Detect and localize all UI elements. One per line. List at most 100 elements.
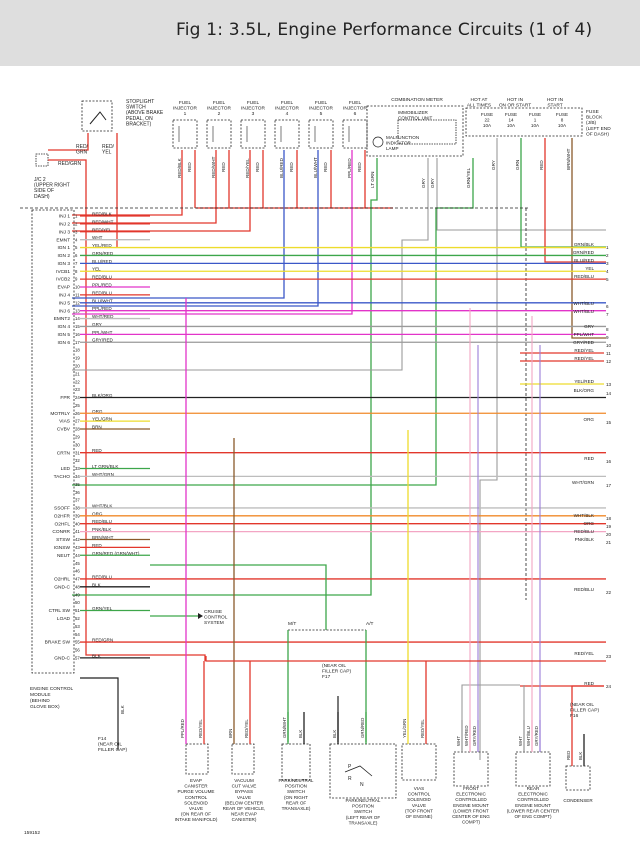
ecm-wire-label: BLU/WHT [92,298,113,303]
component-4-label-line: POSITION [352,804,374,809]
ecm-pin-number: 52 [75,616,80,621]
component-6 [453,751,489,787]
right-wire-label: RED [584,681,594,686]
component-7 [515,751,551,787]
injector-wire-label: RED/WHT [211,156,216,178]
ecm-wire-label: YEL/GRN [92,417,112,422]
ecm-wire-label: RED/BLU [92,519,112,524]
ecm-pin-label: NEUT [57,553,70,559]
ecm-pin-label: INJ 4 [59,293,71,299]
meter-immobilizer-label-line: IMMOBILIZER [398,110,429,115]
ecm-pin-number: 50 [75,600,80,605]
meter-wire-label: GRY [430,178,435,188]
ecm-pin-label: O2HFL [55,521,71,527]
f14-ground-label-line: FILLER CAP) [98,747,127,753]
right-wire-number: 20 [606,532,612,537]
component-5-label-line: (TOP FRONT [405,808,433,813]
ecm-pin-number: 38 [75,506,80,511]
fuse-wire-label: BRN/WHT [566,148,571,170]
ecm-pin-label: INJ 2 [59,221,71,227]
injector-signal-wire [72,150,217,224]
fuse-block-label-line: FUSE [586,109,599,115]
f14-ground-label-line: F14 [98,736,107,742]
ecm-pin-label: INJ 1 [59,214,71,220]
stoplight-switch [81,100,113,132]
right-wire-label: YEL [585,266,594,271]
right-wire-number: 16 [606,459,612,464]
ecm-wire-label: WHT/BLK [92,503,113,508]
pnp-p: P [348,764,352,770]
ecm-pin-label: IGN 3 [57,261,70,267]
fuse-wire-label: GRY [491,160,496,170]
ecm-pin-number: 7 [75,261,78,266]
component-6-label-line: CONTROLLED [455,797,487,802]
ecm-pin-label: MOTRLY [50,411,70,417]
ecm-caption-line: MODULE [30,692,51,698]
component-5-label-line: CONTROL [408,792,431,797]
right-wire-number: 10 [606,343,612,348]
injector-4-label-line: INJECTOR [275,106,299,112]
right-wire-number: 5 [606,277,609,282]
ecm-wire-label: GRY [92,322,102,327]
component-4 [329,743,397,799]
ecm-pin-label: IGN 1 [57,245,70,251]
ecm-ground-wire [80,677,119,750]
ecm-wire-label: BRN/WHT [92,535,114,540]
stoplight-switch-label-line: BRACKET) [126,121,152,127]
ecm-pin-number: 57 [75,655,80,660]
f16-ground-label-line: F16 [570,713,579,719]
component-5-label-line: SOLENOID [407,797,431,802]
component-3-label-line: REAR OF [286,800,307,805]
injector-5-label-line: FUEL [315,100,328,106]
ecm-wire-label: GRY/RED [92,338,114,343]
meter-wire-label: GRY [421,178,426,188]
component-3-label-line: POSITION [285,784,307,789]
meter-title: COMBINATION METER [391,97,443,103]
ecm-pin-number: 20 [75,364,80,369]
ecm-pin-label: IGN 4 [57,324,70,330]
injector-1-label-line: INJECTOR [173,106,197,112]
fuse-block-label-line: BLOCK [586,115,603,121]
ecm-caption-line: (BEHIND [30,698,50,704]
f17-ground-label-line: F17 [322,674,331,680]
jc2-junction [35,153,49,167]
ecm-pin-label: O2HRL [54,577,70,583]
component-1-label-line: CANISTER [184,784,208,789]
ecm-caption-line: ENGINE CONTROL [30,686,74,692]
ecm-pin-number: 24 [75,395,80,400]
ecm-wire-label: ORG [92,409,103,414]
right-wire-label: YEL/RED [574,379,594,384]
component-wire-label: RED [566,751,571,760]
right-wire-number: 11 [606,351,611,356]
injector-2-label-line: 2 [218,111,221,117]
ecm-pin-label: CRTN [57,450,71,456]
ecm-pin-number: 5 [75,245,78,250]
ecm-pin-label: IGN 6 [57,340,70,346]
ecm-pin-number: 17 [75,340,80,345]
ecm-wire-label: ORG [92,511,103,516]
ecm-pin-label: CVBV [57,427,71,433]
injector-1 [172,119,198,149]
injector-signal-wire [72,150,353,315]
ecm-pin-number: 48 [75,584,80,589]
component-8-label-line: CONDENSER [563,798,593,803]
ecm-pin-number: 3 [75,229,78,234]
component-2 [231,743,255,775]
component-4-label-line: (LEFT REAR OF [346,815,381,820]
ecm-pin-number: 43 [75,545,80,550]
mil-label-line: LAMP [386,146,399,151]
brake-sw-wire [48,159,206,661]
ecm-pin-number: 12 [75,300,80,305]
ecm-pin-number: 42 [75,537,80,542]
meter-wire-label: LT GRN [370,172,375,188]
cruise-control-label-line: CRUISE [204,609,222,615]
component-wire-label: BLK [332,730,337,738]
ecm-pin-number: 41 [75,529,80,534]
right-wire-number: 9 [606,335,609,340]
component-4-label-line: TRANSAXLE) [349,820,378,825]
ecm-pin-number: 10 [75,285,80,290]
right-wire-number: 6 [606,304,609,309]
ecm-pin-number: 22 [75,379,80,384]
component-1-label-line: CONTROL [185,795,208,800]
led-wire [72,158,378,596]
